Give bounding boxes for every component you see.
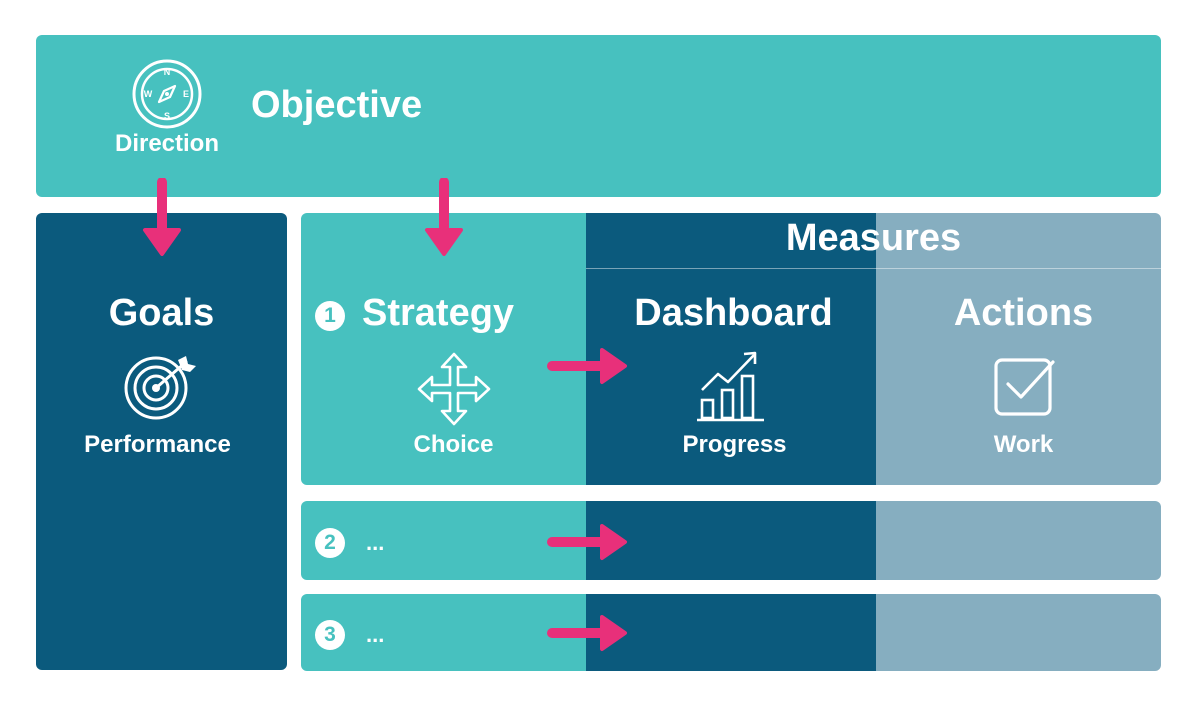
checkbox-icon <box>993 354 1057 418</box>
dashboard-title: Dashboard <box>634 292 833 334</box>
measures-divider <box>586 268 1161 269</box>
strategy-cell <box>301 213 586 485</box>
arrow-strategy-to-dashboard-3 <box>547 615 627 651</box>
step-number-2: 2 <box>315 528 345 558</box>
svg-text:W: W <box>144 89 153 99</box>
row3-panel <box>301 594 1161 671</box>
step-number-1: 1 <box>315 301 345 331</box>
row1-panel <box>301 213 1161 485</box>
direction-label: Direction <box>114 130 219 157</box>
objective-title: Objective <box>251 84 423 126</box>
dashboard-cell <box>586 213 876 485</box>
arrow-objective-to-strategy <box>425 178 463 256</box>
row2-panel <box>301 501 1161 580</box>
row2-ellipsis: ... <box>366 530 385 555</box>
growth-chart-icon <box>696 350 766 422</box>
row2-strategy-cell <box>301 501 586 580</box>
goals-title: Goals <box>108 292 215 334</box>
choice-label: Choice <box>413 431 494 458</box>
row3-actions-cell <box>876 594 1161 671</box>
row2-dashboard-cell <box>586 501 876 580</box>
compass-icon: N E S W <box>131 58 203 130</box>
row3-dashboard-cell <box>586 594 876 671</box>
goals-panel <box>36 213 287 670</box>
target-icon <box>120 354 200 420</box>
svg-text:N: N <box>164 67 171 77</box>
svg-text:E: E <box>183 89 189 99</box>
arrow-direction-to-goals <box>143 178 181 256</box>
performance-label: Performance <box>84 431 231 458</box>
actions-title: Actions <box>953 292 1094 334</box>
move-arrows-icon <box>417 352 491 426</box>
measures-title: Measures <box>785 217 962 259</box>
step-number-3: 3 <box>315 620 345 650</box>
row3-strategy-cell <box>301 594 586 671</box>
actions-cell <box>876 213 1161 485</box>
work-label: Work <box>993 431 1054 458</box>
row2-actions-cell <box>876 501 1161 580</box>
svg-text:S: S <box>164 111 170 121</box>
arrow-strategy-to-dashboard-2 <box>547 524 627 560</box>
arrow-strategy-to-dashboard-1 <box>547 348 627 384</box>
progress-label: Progress <box>682 431 787 458</box>
row3-ellipsis: ... <box>366 622 385 647</box>
objective-banner <box>36 35 1161 197</box>
strategy-title: Strategy <box>362 292 515 334</box>
